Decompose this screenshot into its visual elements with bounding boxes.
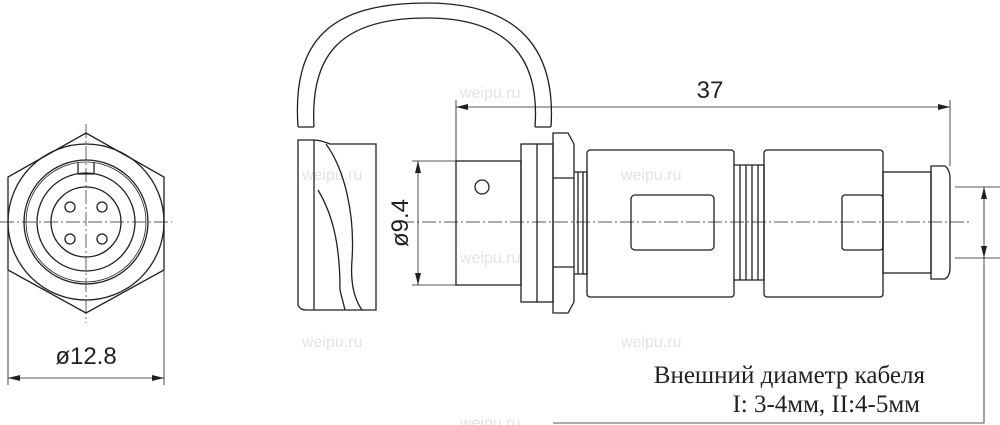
pin — [96, 201, 108, 213]
watermark: weipu.ru — [459, 85, 520, 102]
watermarks: weipu.ru weipu.ru weipu.ru weipu.ru weip… — [301, 85, 681, 425]
cable-diameter-range: I: 3-4мм, II:4-5мм — [732, 391, 920, 418]
cap-lanyard — [296, 2, 553, 128]
thread — [574, 171, 588, 275]
cable-tail-end — [930, 165, 951, 280]
watermark: weipu.ru — [459, 415, 520, 425]
watermark: weipu.ru — [620, 334, 681, 351]
watermark: weipu.ru — [620, 167, 681, 184]
body-hole — [474, 179, 490, 195]
dust-cap — [297, 139, 377, 311]
pin — [64, 201, 76, 213]
watermark: weipu.ru — [301, 334, 362, 351]
length-label: 37 — [697, 77, 724, 104]
cable-diameter-note: Внешний диаметр кабеля — [654, 362, 926, 389]
wrench-flat — [630, 194, 715, 251]
body-diameter-label: ø9.4 — [387, 199, 414, 247]
wrench-flat — [841, 194, 884, 251]
watermark: weipu.ru — [301, 167, 362, 184]
hex-diameter-label: ø12.8 — [55, 343, 116, 370]
front-view: ø12.8 — [0, 124, 172, 385]
pin — [96, 233, 108, 245]
coupling-body — [586, 149, 735, 298]
leader-line — [553, 258, 985, 424]
thread — [734, 164, 765, 281]
cable-gland-body — [763, 149, 884, 298]
pin — [64, 233, 76, 245]
panel-nut — [552, 132, 575, 314]
side-view: ø9.4 37 Внешний диаметр кабеля I: 3-4мм,… — [296, 2, 1000, 424]
watermark: weipu.ru — [459, 250, 520, 267]
cable-tail — [882, 171, 932, 274]
